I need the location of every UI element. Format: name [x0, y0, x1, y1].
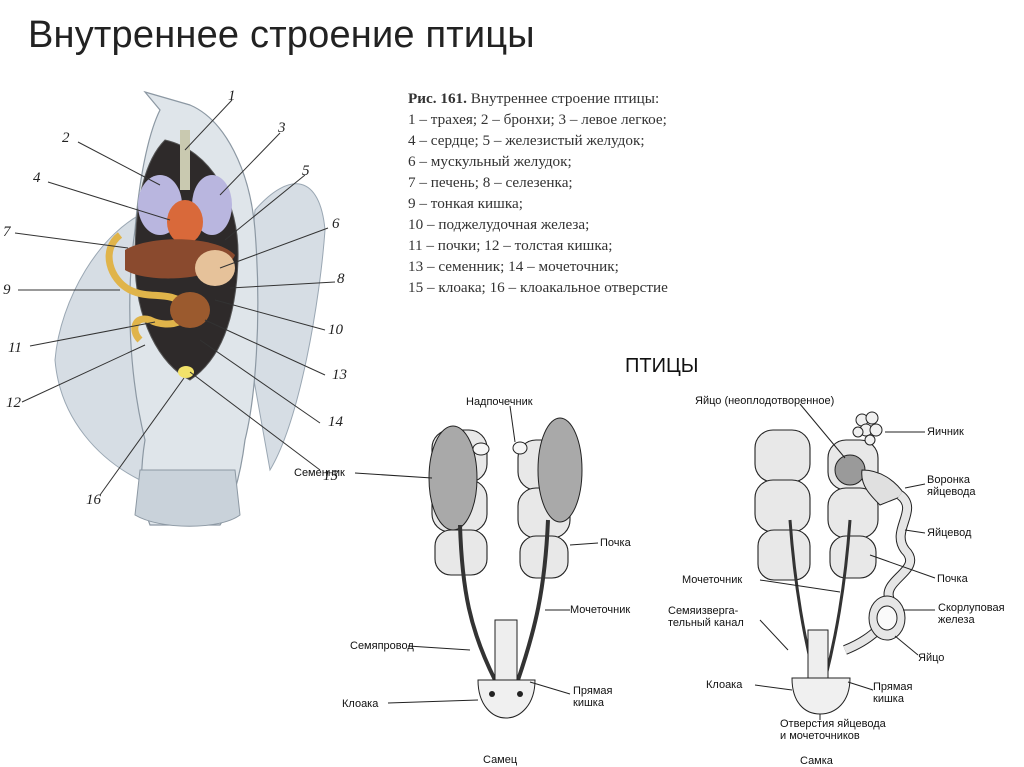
caption-line-5: 9 – тонкая кишка;: [408, 195, 523, 212]
female-label-oviduct: Яйцевод: [927, 527, 972, 539]
cloaca: [178, 366, 194, 378]
page-title: Внутреннее строение птицы: [28, 14, 535, 56]
female-ovary-cluster: [852, 411, 883, 446]
bird-number-2: 2: [62, 130, 70, 146]
bird-number-6: 6: [332, 216, 340, 232]
male-duct-right: [516, 519, 550, 681]
bird-number-10: 10: [328, 322, 343, 338]
caption-line-2: 4 – сердце; 5 – железистый желудок;: [408, 132, 645, 149]
female-label-kidney: Почка: [937, 573, 968, 585]
female-label-egg: Яйцо (неоплодотворенное): [695, 395, 835, 407]
bird-number-5: 5: [302, 163, 310, 179]
bird-leader-lines: [14, 99, 336, 496]
bird-number-12: 12: [6, 395, 21, 411]
male-label-cloaca: Клоака: [342, 698, 379, 710]
female-kidney-right-lobe3: [829, 535, 877, 579]
female-rectum: [807, 629, 829, 681]
bird-number-3: 3: [278, 120, 286, 136]
heart: [167, 200, 203, 244]
female-oviduct-funnel: [861, 469, 906, 506]
caption-line-6: 10 – поджелудочная железа;: [408, 216, 590, 233]
female-egg-unfertilized: [834, 454, 866, 486]
bird-number-4: 4: [33, 170, 41, 186]
female-label-openings: Отверстия яйцевода и мочеточников: [780, 718, 886, 742]
female-label-rectum: Прямая кишка: [873, 681, 913, 705]
bird-number-11: 11: [8, 340, 22, 356]
male-label-adrenal: Надпочечник: [466, 396, 533, 408]
bird-number-9: 9: [3, 282, 11, 298]
female-label-ovary: Яичник: [927, 426, 964, 438]
female-label-cloaca: Клоака: [706, 679, 743, 691]
male-label-testis: Семенник: [294, 467, 345, 479]
male-label-kidney: Почка: [600, 537, 631, 549]
female-kidney-left-lobe2: [754, 479, 811, 533]
tail: [134, 469, 241, 527]
caption-line-1: 1 – трахея; 2 – бронхи; 3 – левое легкое…: [408, 111, 667, 128]
caption-line-9: 15 – клоака; 16 – клоакальное отверстие: [408, 279, 668, 296]
male-label-rectum: Прямая кишка: [573, 685, 613, 709]
bird-number-1: 1: [228, 88, 236, 104]
bird-number-8: 8: [337, 271, 345, 287]
section-title: ПТИЦЫ: [625, 355, 699, 377]
caption-line-7: 11 – почки; 12 – толстая кишка;: [408, 237, 613, 254]
female-kidney-left-lobe3: [757, 529, 811, 581]
female-caption: Самка: [800, 755, 833, 767]
male-testis-right: [537, 417, 583, 523]
gizzard: [195, 250, 235, 286]
caption-line-4: 7 – печень; 8 – селезенка;: [408, 174, 573, 191]
female-kidney-left-lobe1: [754, 429, 811, 483]
caption-line-0: Внутреннее строение птицы:: [470, 90, 660, 107]
male-adrenal-right: [512, 441, 528, 455]
bird-number-16: 16: [86, 492, 101, 508]
male-caption: Самец: [483, 754, 518, 766]
figure-caption: Рис. 161. Внутреннее строение птицы: 1 –…: [408, 88, 668, 298]
female-cloaca: [791, 677, 851, 715]
trachea: [180, 130, 190, 190]
right-wing: [244, 183, 326, 472]
bird-number-7: 7: [3, 224, 11, 240]
male-label-ureter: Мочеточник: [570, 604, 631, 616]
bird-number-14: 14: [328, 414, 343, 430]
male-duct-left: [458, 524, 497, 681]
female-label-funnel: Воронка яйцевода: [927, 474, 976, 498]
kidney-block: [170, 292, 210, 328]
bird-number-15: 15: [323, 468, 338, 484]
male-label-vas-deferens: Семяпровод: [350, 640, 414, 652]
male-adrenal-left: [472, 442, 490, 456]
caption-line-8: 13 – семенник; 14 – мочеточник;: [408, 258, 619, 275]
female-label-vestigial-duct: Семяизверга- тельный канал: [668, 605, 744, 629]
female-label-ureter: Мочеточник: [682, 574, 743, 586]
female-label-shell-gland: Скорлуповая железа: [938, 602, 1005, 626]
female-egg-in-gland: [876, 605, 898, 631]
male-cloaca: [477, 679, 536, 719]
caption-line-3: 6 – мускульный желудок;: [408, 153, 572, 170]
female-label-egg2: Яйцо: [918, 652, 945, 664]
bird-number-13: 13: [332, 367, 347, 383]
caption-heading: Рис. 161.: [408, 90, 467, 107]
